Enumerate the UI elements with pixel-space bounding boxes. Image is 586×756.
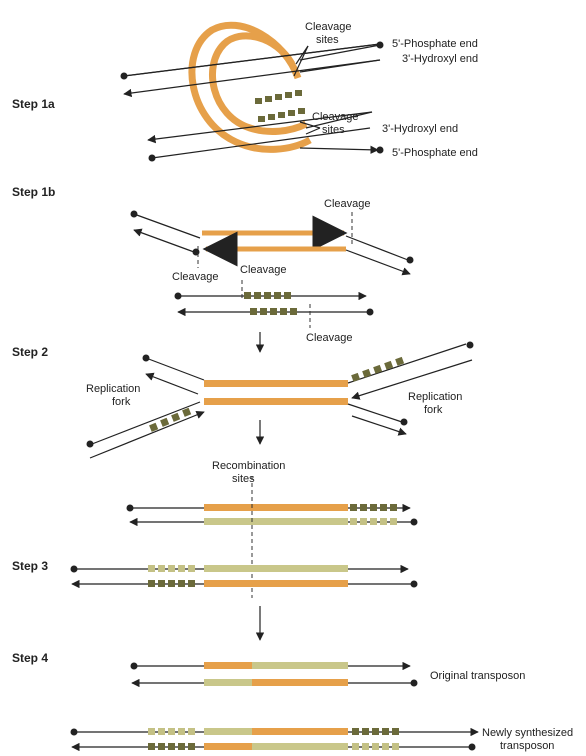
original-transposon-label: Original transposon	[430, 670, 525, 682]
transposon-bar-bottom	[204, 398, 348, 405]
step-4-label: Step 4	[12, 651, 48, 665]
step-1a-label: Step 1a	[12, 97, 55, 111]
hydroxyl-end-top-label: 3'-Hydroxyl end	[402, 53, 478, 65]
fork-boxes-left	[149, 407, 192, 432]
cleavage-1b-top-label: Cleavage	[324, 198, 370, 210]
step-2-label: Step 2	[12, 345, 48, 359]
cleavage-1b-left-label: Cleavage	[172, 271, 218, 283]
recomb-boxes	[350, 504, 397, 525]
transposon-loop-inner	[209, 32, 308, 135]
fork-boxes-right	[351, 356, 405, 382]
phosphate-dot	[120, 72, 128, 80]
cleavage-1b-bottom-label: Cleavage	[306, 332, 352, 344]
phosphate-dot	[376, 146, 384, 154]
strand-1a-top-b	[123, 59, 381, 98]
cleavage-1b-mid-label: Cleavage	[240, 264, 286, 276]
transposon-bar-top	[204, 380, 348, 387]
target-site-boxes-1b	[244, 292, 297, 315]
phosphate-dot	[376, 41, 384, 49]
strand-1a-bottom-b	[147, 111, 373, 144]
step-3-label: Step 3	[12, 559, 48, 573]
phosphate-end-bottom-label: 5'-Phosphate end	[392, 147, 478, 159]
step-1b-label: Step 1b	[12, 185, 55, 199]
step-3-graphic	[70, 564, 418, 589]
hydroxyl-end-bottom-label: 3'-Hydroxyl end	[382, 123, 458, 135]
strand-1a-bottom-a	[151, 127, 371, 159]
phosphate-end-top-label: 5'-Phosphate end	[392, 38, 478, 50]
target-site-boxes	[255, 90, 305, 122]
step-1b-graphic: Cleavage Cleavage Cleavage Cleavage	[130, 198, 414, 344]
phosphate-dot	[148, 154, 156, 162]
